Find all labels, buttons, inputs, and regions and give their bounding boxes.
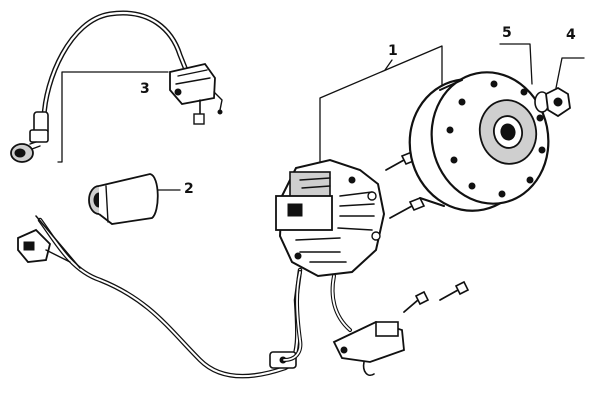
part5-bracket: [499, 43, 533, 85]
bolt-lower-right: [439, 280, 470, 301]
part3-bracket: [57, 71, 169, 163]
callout-part2: 2: [184, 181, 194, 197]
harness-connector: [17, 228, 71, 263]
wiring-harness: [17, 215, 303, 379]
part4-bracket: [555, 57, 585, 89]
ignition-coil-body: [169, 62, 223, 125]
ignition-coil-assembly: [10, 10, 223, 163]
callout-part4: 4: [566, 27, 576, 43]
spark-plug-cap: [10, 111, 49, 163]
callout-part3: 3: [140, 81, 150, 97]
callout-part1: 1: [388, 43, 398, 59]
bolt-middle: [389, 196, 426, 219]
flywheel-holes: [446, 80, 546, 198]
pulser-coil: [332, 321, 405, 377]
flywheel-nut: [545, 86, 571, 118]
rubber-boot-part: [88, 173, 181, 225]
stator-assembly: [275, 158, 386, 362]
callout-part5: 5: [502, 25, 512, 41]
flywheel-rotor: [408, 71, 550, 212]
bolt-lower-left: [403, 290, 430, 313]
part1-bracket: [319, 45, 443, 171]
